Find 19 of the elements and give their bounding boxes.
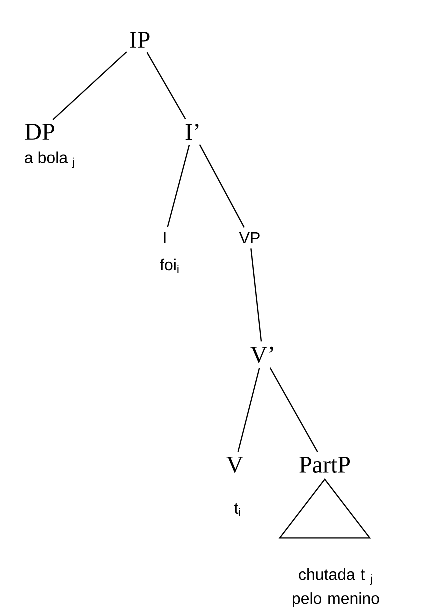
word-label: foi$_{i}$ — [160, 258, 179, 274]
branch-line — [146, 52, 186, 120]
word-label: a bola $_{j}$ — [25, 152, 74, 168]
tree-label: PartP — [300, 457, 350, 473]
tree-label: V — [226, 456, 244, 474]
tree-label: I — [164, 232, 166, 244]
tree-label: DP — [25, 124, 54, 140]
tree-label: IP — [130, 32, 150, 48]
branch-line — [238, 368, 260, 452]
tree-label: I’ — [186, 124, 199, 140]
word-label: t$_{i}$ — [234, 504, 240, 516]
branch-line — [199, 144, 245, 228]
branch-line — [250, 248, 262, 342]
word-label: chutada t $_{j}$ pelo menino — [293, 568, 380, 608]
tree-label: VP — [239, 232, 260, 244]
branch-line — [52, 52, 128, 120]
branch-line — [270, 368, 318, 452]
branch-line — [167, 144, 190, 228]
tree-label: V’ — [250, 346, 274, 364]
